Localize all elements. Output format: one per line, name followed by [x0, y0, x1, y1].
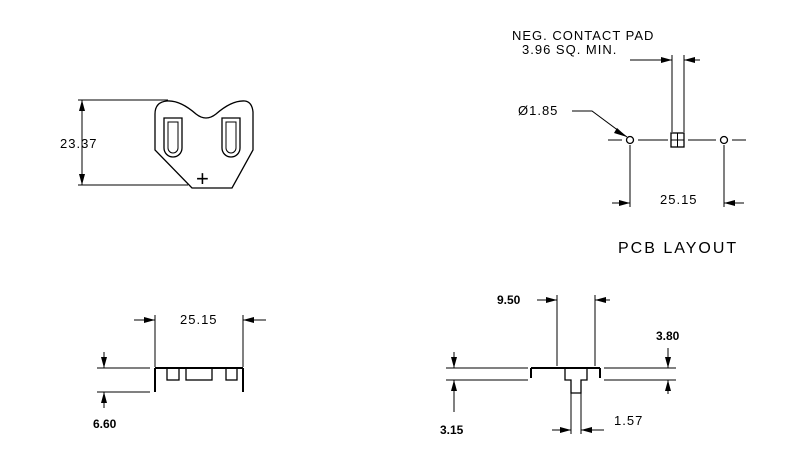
right-hole [719, 135, 729, 145]
width-dimension-label: 9.50 [497, 293, 521, 307]
bottom-dim-arrow-up [451, 380, 457, 391]
left-hole [625, 135, 635, 145]
arrow-down [79, 174, 85, 185]
contact-pad-label-2: 3.96 SQ. MIN. [522, 42, 617, 57]
spacing-arrow-right [724, 200, 735, 206]
width-arrow-left [546, 297, 557, 303]
bottom-dim-arrow-down [451, 357, 457, 368]
contact-pad-label-1: NEG. CONTACT PAD [512, 28, 654, 43]
height-arrow-bottom [101, 392, 107, 403]
end-view: 9.50 3.80 3.15 1.5 [440, 293, 680, 437]
width-arrow-right [243, 317, 254, 323]
spacing-dimension-label: 25.15 [660, 192, 698, 207]
polarity-mark: + [196, 166, 209, 191]
height-dimension-label: 6.60 [93, 417, 117, 431]
holder-outline [154, 100, 254, 189]
side-tab-right [225, 367, 238, 381]
spacing-arrow-left [619, 200, 630, 206]
side-view: 25.15 6.60 [93, 312, 266, 431]
left-slot-outer [163, 117, 183, 158]
top-view: 23.37 + [60, 99, 254, 191]
bottom-dimension-label: 3.15 [440, 423, 464, 437]
height-dimension-label: 23.37 [60, 136, 98, 151]
right-slot-outer [221, 117, 241, 158]
center-pin [564, 368, 588, 394]
pin-dimension-label: 1.57 [614, 413, 643, 428]
side-tab-left [166, 367, 180, 381]
left-slot-inner [167, 121, 179, 154]
width-dimension-label: 25.15 [180, 312, 218, 327]
right-slot-inner [225, 121, 237, 154]
top-dim-arrow-up [665, 380, 671, 391]
arrow-up [79, 100, 85, 111]
side-tab-center [185, 367, 213, 381]
hole-diameter-label: Ø1.85 [518, 103, 558, 118]
height-arrow-top [101, 357, 107, 368]
pad-arrow-right [684, 57, 695, 63]
pad-arrow-left [661, 57, 672, 63]
hole-leader [572, 110, 628, 138]
hole-leader-arrow [614, 128, 627, 137]
pin-arrow-left [560, 427, 571, 433]
width-arrow-right [595, 297, 606, 303]
pin-arrow-right [581, 427, 592, 433]
top-dim-arrow-down [665, 357, 671, 368]
width-arrow-left [144, 317, 155, 323]
pcb-layout: NEG. CONTACT PAD 3.96 SQ. MIN. Ø1.85 [512, 28, 746, 257]
pcb-layout-title: PCB LAYOUT [618, 240, 738, 257]
top-dimension-label: 3.80 [656, 329, 680, 343]
